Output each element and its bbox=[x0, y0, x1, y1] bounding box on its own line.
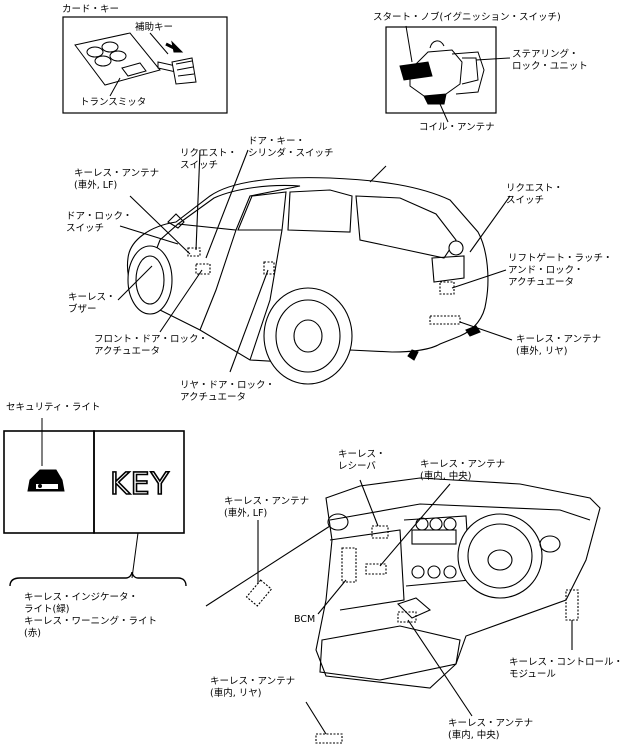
steering-lock-label: ステアリング・ロック・ユニット bbox=[512, 49, 588, 72]
car-illustration bbox=[117, 149, 513, 385]
rear-door-lock-actuator-label: リヤ・ドア・ロック・アクチュエータ bbox=[180, 380, 275, 403]
keyless-buzzer-label: キーレス・ブザー bbox=[68, 292, 116, 315]
antenna-in-center-label: キーレス・アンテナ(車内, 中央) bbox=[420, 459, 506, 482]
liftgate-latch-label: リフトゲート・ラッチ・アンド・ロック・アクチュエータ bbox=[508, 253, 613, 288]
keyless-antenna-lf-label: キーレス・アンテナ(車外, LF) bbox=[74, 168, 160, 191]
front-door-lock-actuator-label: フロント・ドア・ロック・アクチュエータ bbox=[94, 334, 208, 357]
keyless-antenna-rear-label: キーレス・アンテナ(車外, リヤ) bbox=[516, 334, 602, 357]
start-knob-label: スタート・ノブ(イグニッション・スイッチ) bbox=[373, 12, 561, 23]
request-switch-rear-label: リクエスト・スイッチ bbox=[506, 183, 564, 206]
indicator-panel bbox=[3, 418, 187, 587]
bcm-label: BCM bbox=[294, 614, 316, 625]
door-key-cylinder-label: ドア・キー・シリンダ・スイッチ bbox=[248, 136, 334, 159]
transmitter-label: トランスミッタ bbox=[80, 97, 147, 108]
door-lock-switch-label: ドア・ロック・スイッチ bbox=[66, 211, 133, 234]
keyless-warning-label: キーレス・ワーニング・ライト(赤) bbox=[24, 616, 158, 639]
keyless-receiver-label: キーレス・レシーバ bbox=[338, 449, 386, 472]
security-light-label: セキュリティ・ライト bbox=[6, 402, 101, 413]
keyless-indicator-label: キーレス・インジケータ・ライト(緑) bbox=[24, 592, 139, 615]
antenna-in-rear-label: キーレス・アンテナ(車内, リヤ) bbox=[210, 676, 296, 699]
card-key-illustration bbox=[62, 16, 228, 114]
antenna-in-center-2-label: キーレス・アンテナ(車内, 中央) bbox=[448, 718, 534, 741]
control-module-label: キーレス・コントロール・モジュール bbox=[509, 657, 624, 680]
coil-antenna-label: コイル・アンテナ bbox=[419, 122, 495, 133]
aux-key-label: 補助キー bbox=[135, 22, 174, 33]
card-key-title: カード・キー bbox=[62, 4, 120, 15]
request-switch-front-label: リクエスト・スイッチ bbox=[180, 148, 238, 171]
antenna-out-lf-label: キーレス・アンテナ(車外, LF) bbox=[224, 496, 310, 519]
ignition-illustration bbox=[385, 25, 511, 123]
dashboard-illustration bbox=[205, 477, 601, 744]
key-indicator-text: KEY bbox=[109, 466, 170, 503]
